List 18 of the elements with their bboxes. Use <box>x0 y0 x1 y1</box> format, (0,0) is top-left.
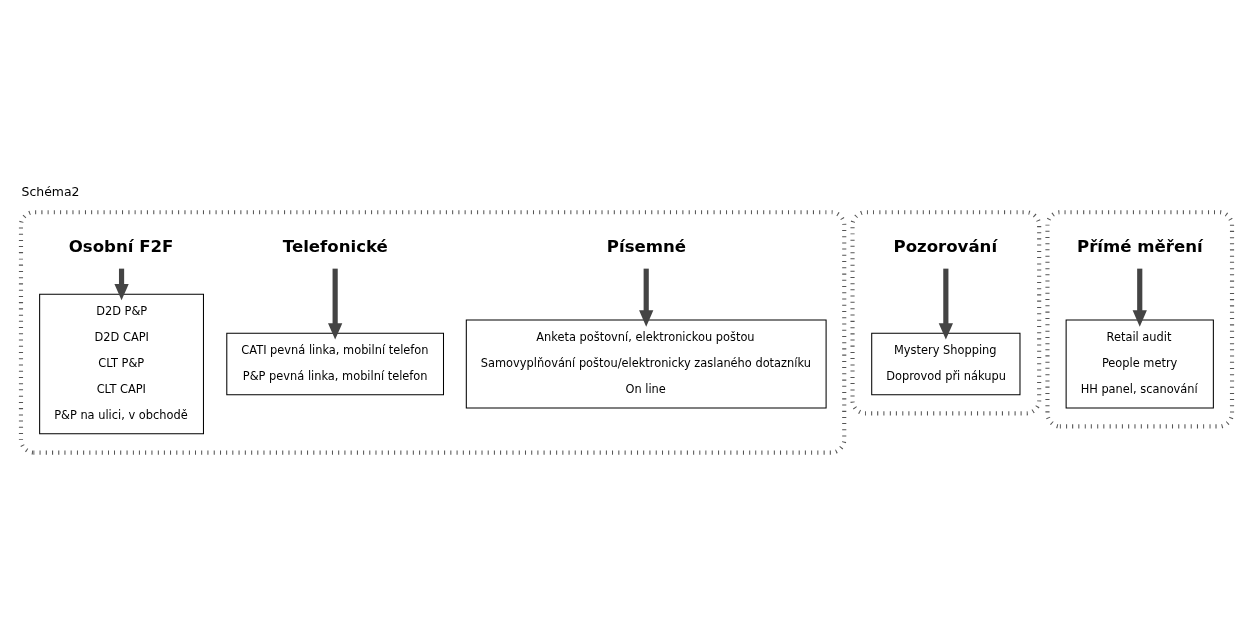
node-box: Anketa poštovní, elektronickou poštou Samovyplňování poštou/elektronicky zaslaného dotazníku On line <box>465 319 827 409</box>
cluster <box>1045 210 1235 429</box>
node-text: Telefonické <box>282 237 388 257</box>
arrow <box>1132 268 1147 327</box>
node-text: Přímé měření <box>1077 237 1203 257</box>
arrow <box>639 268 654 327</box>
node-text: Pozorování <box>893 237 998 257</box>
cluster <box>850 210 1042 416</box>
cluster <box>18 210 847 455</box>
node-text: Písemné <box>606 237 687 257</box>
diagram-title: Schéma2 <box>21 184 80 200</box>
arrow <box>938 268 953 340</box>
node-box: CATI pevná linka, mobilní telefon P&P pevná linka, mobilní telefon <box>226 332 444 396</box>
node-box: Retail audit People metry HH panel, scanování <box>1065 319 1214 409</box>
node-box: D2D P&P D2D CAPI CLT P&P CLT CAPI P&P na ulici, v obchodě <box>39 293 204 435</box>
node-box: Mystery Shopping Doprovod při nákupu <box>871 332 1021 396</box>
arrow <box>328 268 343 340</box>
node-text: Osobní F2F <box>68 237 174 257</box>
